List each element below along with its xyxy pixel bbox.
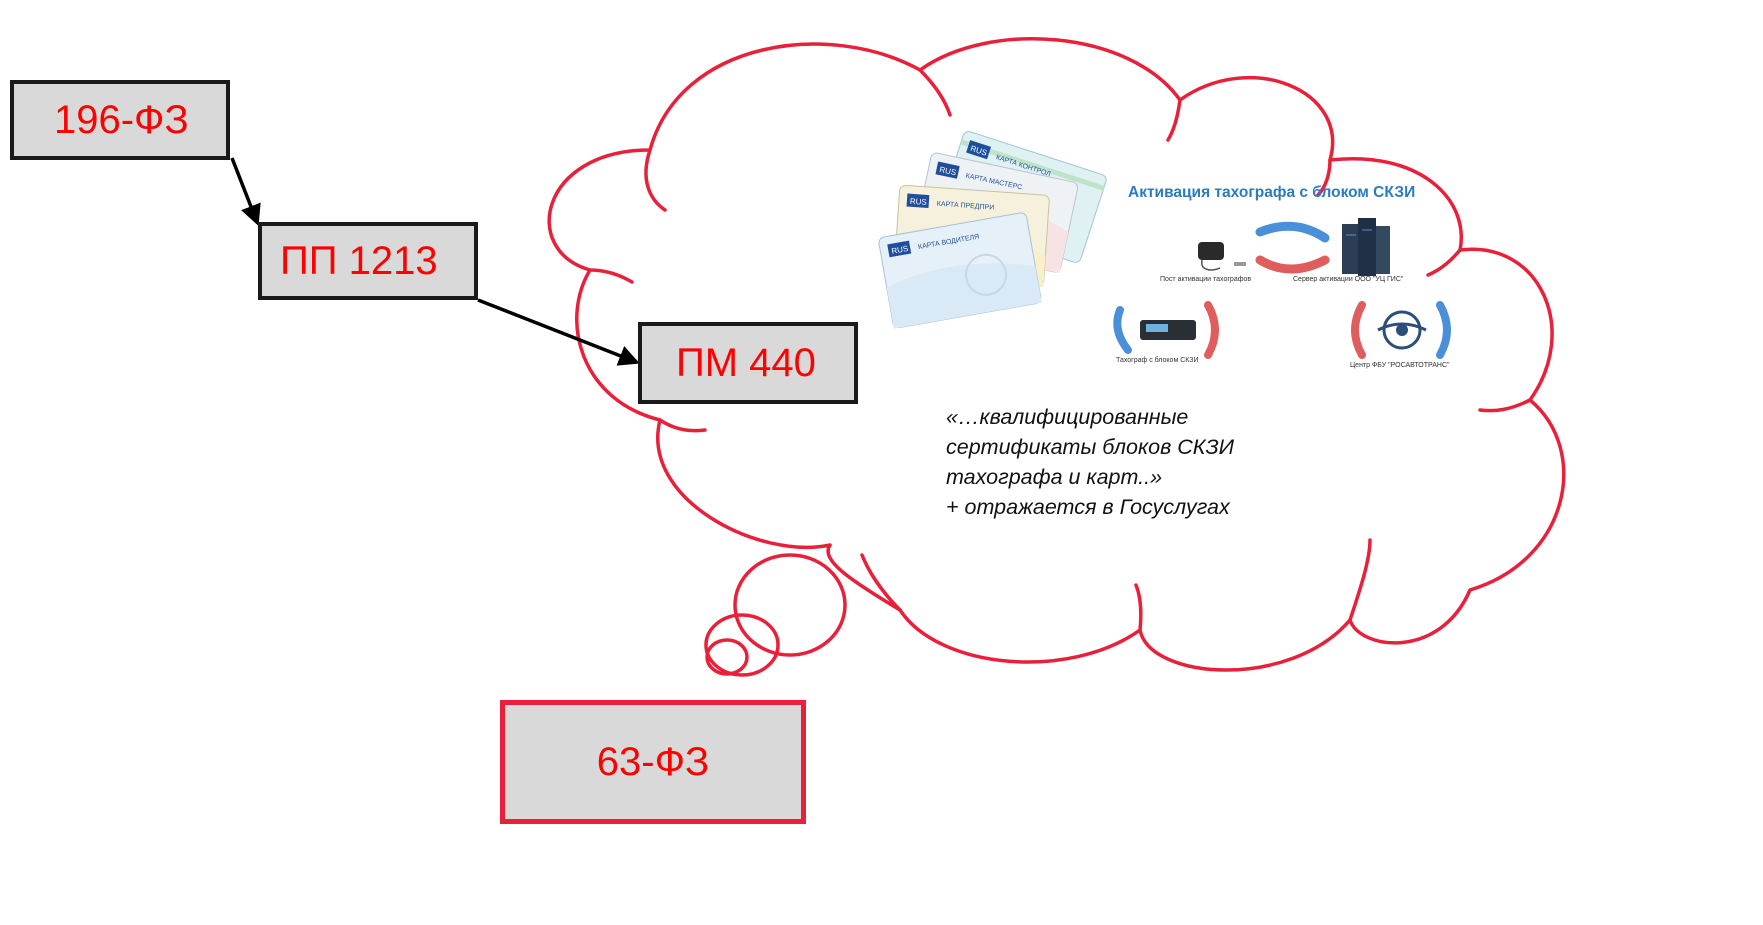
tachograph-label: Тахограф с блоком СКЗИ <box>1116 357 1199 364</box>
post-label: Пост активации тахографов <box>1160 276 1252 283</box>
server-icon <box>1342 218 1390 276</box>
card-driver: RUS КАРТА ВОДИТЕЛЯ <box>878 212 1042 329</box>
quote-line-4: + отражается в Госуслугах <box>946 495 1230 519</box>
tachograph-icon <box>1113 301 1219 359</box>
thought-bubbles <box>704 553 847 677</box>
box-63-fz: 63-ФЗ <box>500 700 806 824</box>
arrow-196-to-1213 <box>230 157 261 226</box>
bubble-large <box>733 553 847 657</box>
card-workshop-rus: RUS <box>939 165 957 177</box>
quote-line-3: тахографа и карт..» <box>946 465 1163 489</box>
box-196-fz: 196-ФЗ <box>10 80 230 160</box>
activation-graphics <box>1113 218 1451 359</box>
box-pp-1213: ПП 1213 <box>258 222 478 300</box>
box-pm-440: ПМ 440 <box>638 322 858 404</box>
quote-line-2: сертификаты блоков СКЗИ <box>946 435 1235 459</box>
bubble-medium <box>704 613 780 677</box>
card-driver-rus: RUS <box>891 244 909 256</box>
card-company-rus: RUS <box>910 197 927 207</box>
server-label: Сервер активации ООО "УЦ ГИС" <box>1293 276 1404 283</box>
bubble-small <box>705 638 749 676</box>
arrow-1213-to-440 <box>477 298 640 366</box>
card-company-label: КАРТА ПРЕДПРИ <box>937 201 995 212</box>
post-device-icon <box>1198 242 1246 271</box>
box-196-fz-label: 196-ФЗ <box>54 97 189 142</box>
quote-text: «…квалифицированные сертификаты блоков С… <box>946 402 1234 522</box>
cloud-outline <box>547 37 1566 672</box>
box-pm-440-label: ПМ 440 <box>676 340 816 385</box>
box-pp-1213-label: ПП 1213 <box>280 238 438 283</box>
activation-scheme-image: Активация тахографа с блоком СКЗИ <box>1110 170 1470 380</box>
box-63-fz-label: 63-ФЗ <box>596 739 710 784</box>
rosavtotrans-emblem-icon <box>1351 301 1451 359</box>
quote-line-1: «…квалифицированные <box>946 405 1189 429</box>
activation-title: Активация тахографа с блоком СКЗИ <box>1128 184 1416 201</box>
tachograph-cards-image: RUS КАРТА КОНТРОЛ RUS КАРТА МАСТЕРС RUS … <box>878 131 1107 329</box>
center-label: Центр ФБУ "РОСАВТОТРАНС" <box>1350 362 1450 369</box>
center-sync-arrows-icon <box>1255 221 1330 274</box>
